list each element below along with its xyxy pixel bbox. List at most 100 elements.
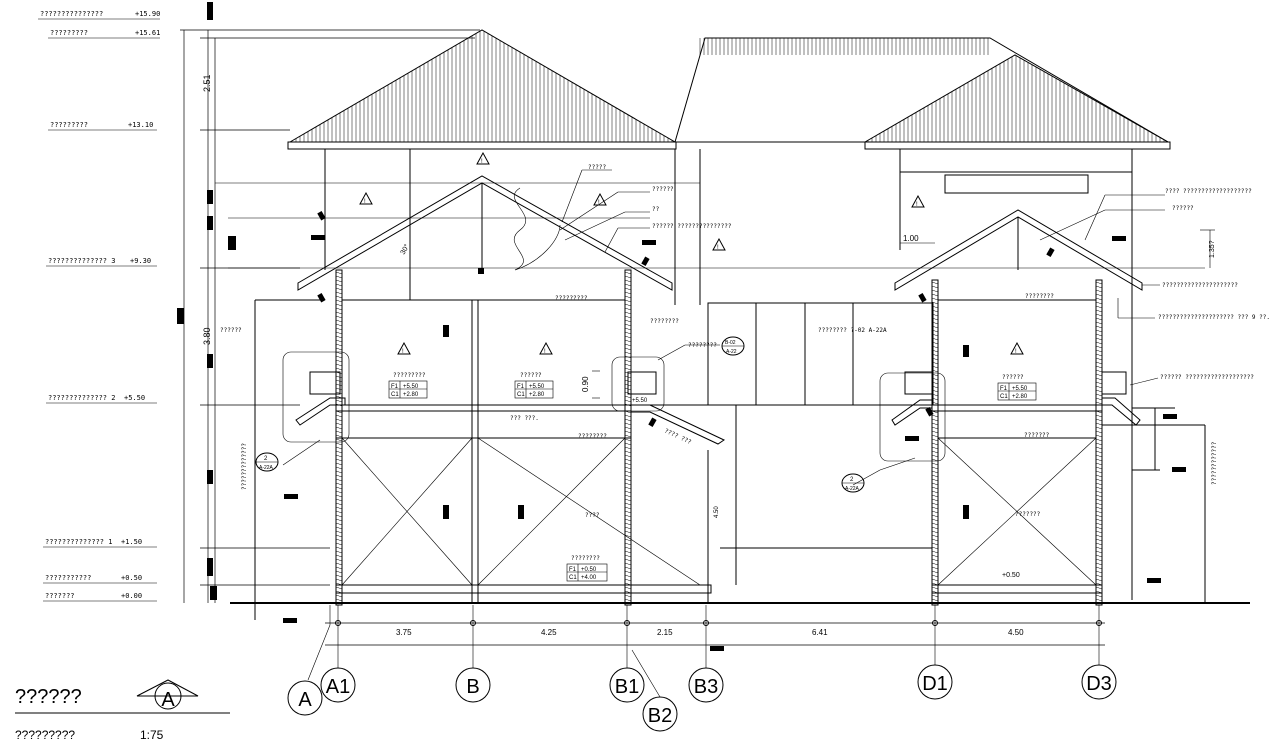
svg-text:??????: ??????: [1002, 374, 1024, 381]
drawing-scale: 1:75: [140, 728, 164, 742]
room-tag: ????????? F1 +5.50 C1 +2.80: [388, 372, 428, 399]
svg-text:+2.80: +2.80: [1012, 394, 1028, 400]
svg-text:????????: ????????: [571, 555, 600, 562]
level-value-6: +1.50: [121, 538, 142, 546]
detail-callout: 2 A-22A: [255, 452, 279, 472]
grid-bubble: B: [455, 667, 491, 703]
note-a17: +0.50: [1002, 572, 1020, 579]
svg-text:!: !: [544, 349, 546, 355]
svg-text:+4.00: +4.00: [581, 575, 597, 581]
level-name-6: ?????????????? 1: [45, 538, 112, 546]
grid-bubble: A1: [320, 667, 356, 703]
note-a21: ??????: [220, 327, 242, 334]
warning-triangle-icon: !: [539, 341, 553, 355]
level-name-3: ?????????: [50, 121, 88, 129]
svg-text:C1: C1: [569, 575, 577, 581]
warning-triangle-icon: !: [359, 191, 373, 205]
svg-text:B3: B3: [694, 676, 718, 698]
svg-text:+2.80: +2.80: [529, 392, 545, 398]
building-body: [215, 149, 1250, 620]
left-dimensions: 2.51 3.80: [177, 2, 480, 603]
note-a5: ??????: [1172, 205, 1194, 212]
level-name-4: ?????????????? 3: [48, 257, 115, 265]
note-a7: ????????????????????? ??? 9 ??.: [1158, 314, 1270, 321]
note-a3: ?????? ???????????????: [652, 223, 732, 230]
drawing-subtitle: ?????????: [15, 728, 75, 742]
svg-text:?????????: ?????????: [393, 372, 426, 379]
detail-callouts: 2 A-22A 2 A-22A B-02 A-22: [255, 336, 865, 493]
grid-bubble: B2: [642, 696, 678, 732]
span-dim-4: 6.41: [812, 628, 828, 637]
room-tags: ????????? F1 +5.50 C1 +2.80 ?????? F1 +5…: [388, 372, 1037, 582]
note-a18: ???????: [1015, 511, 1041, 518]
svg-text:D1: D1: [922, 673, 948, 695]
span-dim-2: 4.25: [541, 628, 557, 637]
svg-text:+5.50: +5.50: [403, 384, 419, 390]
detail-callout: B-02 A-22: [721, 336, 745, 356]
svg-text:2: 2: [850, 477, 854, 483]
svg-text:D3: D3: [1086, 673, 1112, 695]
dim-roof: 2.51: [202, 74, 212, 92]
note-a16: ????: [585, 512, 600, 519]
warning-triangle-icon: !: [476, 151, 490, 165]
note-a9: ?????????: [555, 295, 588, 302]
span-dim-5: 4.50: [1008, 628, 1024, 637]
leaders: [282, 169, 1215, 486]
svg-text:+5.50: +5.50: [529, 384, 545, 390]
note-a11: ????????: [650, 318, 679, 325]
note-a10: ????????: [1025, 293, 1054, 300]
svg-text:!: !: [402, 349, 404, 355]
side-note-left: ?????????????: [241, 443, 248, 490]
main-roof: [287, 29, 1171, 150]
detail-callout: 2 A-22A: [841, 473, 865, 493]
dim-window: 0.90: [581, 376, 590, 392]
level-name-5: ?????????????? 2: [48, 394, 115, 402]
section-mark-icon: A: [136, 679, 199, 711]
svg-text:!: !: [481, 159, 483, 165]
svg-text:!: !: [1015, 349, 1017, 355]
grid-bubble: D1: [917, 664, 953, 700]
svg-text:F1: F1: [391, 384, 399, 390]
note-a8: ?????? ???????????????????: [1160, 374, 1254, 381]
svg-text:A: A: [161, 689, 175, 711]
revision-triangles: ! ! ! ! ! ! ! !: [359, 151, 1024, 355]
svg-text:+0.50: +0.50: [581, 567, 597, 573]
window-level: +5.50: [632, 398, 648, 404]
grid-bubble: D3: [1081, 664, 1117, 700]
svg-text:!: !: [598, 200, 600, 206]
svg-text:B: B: [466, 676, 479, 698]
tag-bars: [283, 211, 1186, 651]
note-a6: ?????????????????????: [1162, 282, 1238, 289]
dim-floor3: 3.80: [202, 327, 212, 345]
level-value-1: +15.90: [135, 10, 160, 18]
warning-triangle-icon: !: [1010, 341, 1024, 355]
svg-text:2: 2: [264, 456, 268, 462]
svg-text:F1: F1: [569, 567, 577, 573]
dim-1-00: 1.00: [903, 234, 919, 243]
span-dim-3: 2.15: [657, 628, 673, 637]
level-name-1: ???????????????: [40, 10, 103, 18]
level-name-8: ???????: [45, 592, 75, 600]
note-a22: ??: [652, 206, 660, 213]
room-tag: ?????? F1 +5.50 C1 +2.80: [997, 374, 1037, 401]
note-a15: ??? ???.: [510, 415, 539, 422]
svg-text:C1: C1: [517, 392, 525, 398]
room-tag: ???????? F1 +0.50 C1 +4.00: [566, 555, 608, 582]
warning-triangle-icon: !: [911, 194, 925, 208]
wall-hatching: [335, 271, 1103, 602]
drawing-title: ??????: [15, 686, 82, 708]
grid-bubble: B3: [688, 667, 724, 703]
warning-triangle-icon: !: [397, 341, 411, 355]
svg-text:+5.50: +5.50: [1012, 386, 1028, 392]
grid-bubbles: A A1 B B1 B2 B3 D1 D3: [287, 605, 1117, 732]
level-value-2: +15.61: [135, 29, 160, 37]
room-tag: ?????? F1 +5.50 C1 +2.80: [514, 372, 554, 399]
svg-text:!: !: [916, 202, 918, 208]
note-a20: ???????: [1024, 432, 1050, 439]
svg-text:B-02: B-02: [725, 340, 736, 346]
note-a12: ????????: [688, 342, 717, 349]
note-a13: ???????? ?-02 A-22A: [818, 327, 887, 334]
svg-text:!: !: [717, 245, 719, 251]
grid-bubble: A: [287, 680, 323, 716]
svg-text:A-22A: A-22A: [845, 486, 860, 492]
